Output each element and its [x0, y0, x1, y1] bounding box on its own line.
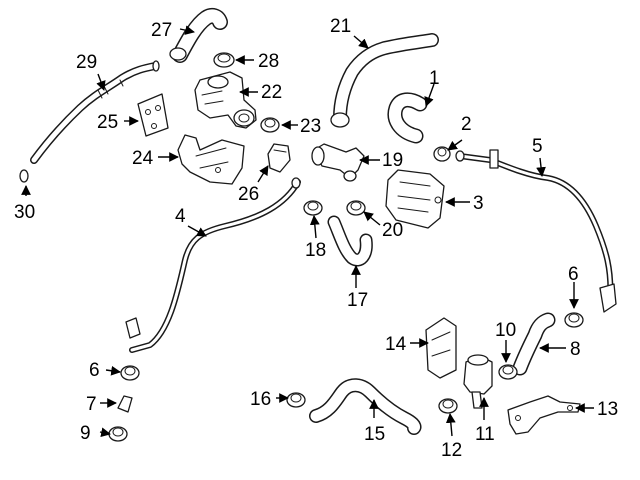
callout-18: 18 — [305, 240, 326, 261]
callout-1: 1 — [429, 68, 440, 89]
callout-21: 21 — [330, 16, 351, 37]
callout-3: 3 — [473, 193, 484, 214]
callout-4: 4 — [175, 206, 186, 227]
callout-26: 26 — [238, 184, 259, 205]
callout-29: 29 — [76, 52, 97, 73]
callout-leaders — [21, 25, 594, 438]
callout-25: 25 — [97, 112, 118, 133]
part-6-clamp-left — [120, 365, 140, 381]
callout-14: 14 — [385, 334, 407, 355]
part-29-pipe — [30, 60, 160, 164]
callout-24: 24 — [132, 148, 154, 169]
callout-labels: 1 2 3 4 5 6 6 7 8 9 10 11 12 13 14 15 16… — [14, 16, 618, 461]
part-30-o-ring — [19, 169, 29, 183]
part-17-hose — [327, 215, 373, 267]
part-1-elbow-hose — [387, 92, 428, 144]
part-19-valve — [311, 143, 365, 182]
part-24-mounting-bracket — [177, 134, 245, 185]
callout-17: 17 — [347, 290, 368, 311]
callout-12: 12 — [441, 440, 462, 461]
callout-28: 28 — [258, 51, 279, 72]
callout-7: 7 — [86, 394, 97, 415]
part-8-hose — [512, 312, 556, 376]
callout-2: 2 — [461, 114, 472, 135]
part-23-clamp — [260, 117, 280, 133]
callout-27: 27 — [151, 20, 172, 41]
part-27-hose — [169, 7, 228, 63]
part-3-heat-exchanger — [385, 169, 445, 229]
part-5-pipe — [455, 149, 617, 313]
part-7-sleeve — [117, 395, 133, 413]
part-26-small-bracket — [267, 143, 291, 173]
callout-19: 19 — [382, 150, 403, 171]
callout-5: 5 — [532, 136, 543, 157]
callout-6-right: 6 — [568, 264, 579, 285]
callout-11: 11 — [475, 424, 495, 445]
callout-20: 20 — [382, 220, 403, 241]
callout-10: 10 — [495, 320, 516, 341]
part-6-clamp-right — [564, 312, 584, 328]
callout-13: 13 — [597, 399, 618, 420]
part-16-clamp — [286, 392, 306, 408]
part-20-clamp — [346, 200, 366, 216]
part-4-pipe — [125, 177, 301, 353]
part-10-clamp — [498, 364, 518, 380]
part-15-hose — [309, 378, 422, 435]
part-2-clamp — [433, 146, 451, 162]
callout-22: 22 — [261, 82, 282, 103]
part-11-pump — [463, 354, 493, 409]
part-21-hose — [330, 33, 439, 128]
part-25-bracket-plate — [137, 93, 169, 137]
callout-8: 8 — [570, 339, 581, 360]
part-9-clamp — [108, 426, 128, 442]
callout-23: 23 — [300, 116, 321, 137]
part-28-clamp — [213, 52, 235, 68]
callout-16: 16 — [250, 389, 271, 410]
callout-6-left: 6 — [89, 360, 100, 381]
part-12-clamp — [438, 398, 458, 414]
callout-30: 30 — [14, 202, 35, 223]
part-22-pump-housing — [194, 71, 257, 129]
part-14-heat-shield — [425, 317, 457, 379]
callout-9: 9 — [80, 423, 91, 444]
part-18-clamp — [303, 200, 323, 216]
callout-15: 15 — [364, 424, 385, 445]
part-13-bracket — [507, 395, 581, 435]
